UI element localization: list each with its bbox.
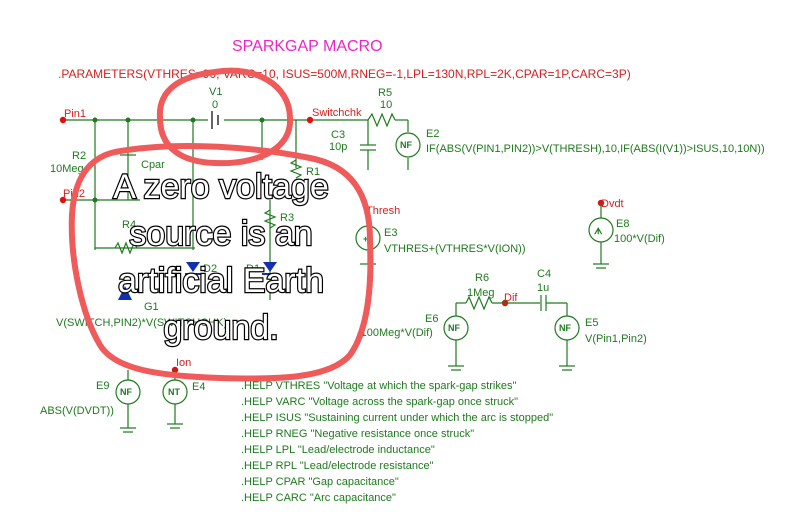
e5-expression: V(Pin1,Pin2) xyxy=(585,333,647,345)
e3-name: E3 xyxy=(384,227,397,239)
help-text-block: .HELP VTHRES "Voltage at which the spark… xyxy=(241,380,553,504)
e9-expression: ABS(V(DVDT)) xyxy=(40,405,114,417)
component-c3: C3 10p xyxy=(329,129,376,153)
e3-expression: VTHRES+(VTHRES*V(ION)) xyxy=(384,243,526,255)
help-line: .HELP RNEG "Negative resistance once str… xyxy=(241,428,474,440)
help-line: .HELP ISUS "Sustaining current under whi… xyxy=(241,412,553,424)
component-g1: G1 V(SWITCH,PIN2)*V(SWITCHCHK) xyxy=(56,286,227,329)
component-v1: V1 0 xyxy=(209,86,222,129)
r1-name: R1 xyxy=(306,166,320,178)
e9-name: E9 xyxy=(96,380,109,392)
d2-name: D2 xyxy=(203,263,217,275)
v1-name: V1 xyxy=(209,86,222,98)
highlight-circle-v1 xyxy=(156,67,294,167)
highlight-blob-annotation xyxy=(68,143,374,382)
net-marker-pin1 xyxy=(59,116,67,124)
g1-name: G1 xyxy=(144,301,159,313)
net-label-pin1: Pin1 xyxy=(64,108,86,120)
c3-value: 10p xyxy=(329,141,347,153)
component-d1: D1 xyxy=(246,262,278,275)
component-r1: R1 xyxy=(289,159,320,179)
e6-name: E6 xyxy=(425,313,438,325)
annotation-line: artificial Earth xyxy=(118,262,324,300)
g1-expression: V(SWITCH,PIN2)*V(SWITCHCHK) xyxy=(56,317,227,329)
r4-name: R4 xyxy=(122,219,136,231)
component-e8: ᗑ E8 100*V(Dif) xyxy=(588,203,665,269)
c4-value: 1u xyxy=(537,282,549,294)
component-e6: NF E6 -100Meg*V(Dif) xyxy=(357,313,469,371)
r2-name: R2 xyxy=(72,150,86,162)
r3-name: R3 xyxy=(280,212,294,224)
e8-name: E8 xyxy=(616,218,629,230)
svg-text:ᗑ: ᗑ xyxy=(594,226,603,236)
svg-text:NF: NF xyxy=(448,323,460,333)
help-line: .HELP CPAR "Gap capacitance" xyxy=(241,476,399,488)
e5-name: E5 xyxy=(585,317,598,329)
annotation-caption: A zero voltage source is an artificial E… xyxy=(112,167,330,348)
c4-name: C4 xyxy=(537,268,551,280)
help-line: .HELP VTHRES "Voltage at which the spark… xyxy=(241,380,516,392)
e2-expression: IF(ABS(V(PIN1,PIN2))>V(THRESH),10,IF(ABS… xyxy=(426,143,765,155)
r2-value: 10Meg xyxy=(50,163,84,175)
r5-value: 10 xyxy=(380,99,392,111)
svg-text:NF: NF xyxy=(400,140,412,150)
help-line: .HELP RPL "Lead/electrode resistance" xyxy=(241,460,434,472)
annotation-line: source is an xyxy=(129,215,312,253)
c3-name: C3 xyxy=(331,129,345,141)
component-e9: NF E9 ABS(V(DVDT)) xyxy=(40,370,141,433)
component-e3: + E3 VTHRES+(VTHRES*V(ION)) xyxy=(355,216,526,265)
net-marker-switchchk xyxy=(306,116,314,124)
net-label-dvdt: Dvdt xyxy=(601,198,624,210)
help-line: .HELP VARC "Voltage across the spark-gap… xyxy=(241,396,518,408)
annotation-line: A zero voltage xyxy=(113,168,328,206)
component-e5: NF E5 V(Pin1,Pin2) xyxy=(554,315,647,371)
net-label-dif: Dif xyxy=(504,292,518,304)
svg-text:NT: NT xyxy=(168,387,180,397)
cpar-name: Cpar xyxy=(141,159,165,171)
component-r2: R2 10Meg xyxy=(50,150,86,175)
v1-value: 0 xyxy=(212,99,218,111)
component-r3: R3 xyxy=(263,209,294,229)
svg-text:NF: NF xyxy=(120,387,132,397)
e6-expression: -100Meg*V(Dif) xyxy=(357,327,433,339)
component-d2: D2 xyxy=(185,262,217,275)
svg-text:NF: NF xyxy=(559,323,571,333)
r5-name: R5 xyxy=(378,87,392,99)
e8-expression: 100*V(Dif) xyxy=(614,233,665,245)
net-label-thresh: Thresh xyxy=(366,205,400,217)
junction-dots xyxy=(92,117,265,203)
annotation-line: ground. xyxy=(163,309,278,347)
e2-name: E2 xyxy=(426,128,439,140)
d1-name: D1 xyxy=(246,263,260,275)
component-e2: NF E2 IF(ABS(V(PIN1,PIN2))>V(THRESH),10,… xyxy=(395,128,765,158)
component-e4: NF NT E4 xyxy=(162,370,205,429)
net-label-ion: Ion xyxy=(176,357,191,369)
schematic-title: SPARKGAP MACRO xyxy=(232,38,383,55)
e4-name: E4 xyxy=(192,381,205,393)
net-label-switchchk: Switchchk xyxy=(312,107,362,119)
component-r5: R5 10 xyxy=(367,87,396,128)
net-marker-pin2 xyxy=(59,196,67,204)
svg-text:+: + xyxy=(363,234,368,244)
dif-chain-wiring xyxy=(455,295,568,316)
parameters-line: .PARAMETERS(VTHRES=90, VARC=10, ISUS=500… xyxy=(58,67,631,81)
component-r4: R4 xyxy=(114,219,138,255)
help-line: .HELP CARC "Arc capacitance" xyxy=(241,492,396,504)
r6-name: R6 xyxy=(475,272,489,284)
help-line: .HELP LPL "Lead/electrode inductance" xyxy=(241,444,435,456)
r6-value: 1Meg xyxy=(467,287,495,299)
